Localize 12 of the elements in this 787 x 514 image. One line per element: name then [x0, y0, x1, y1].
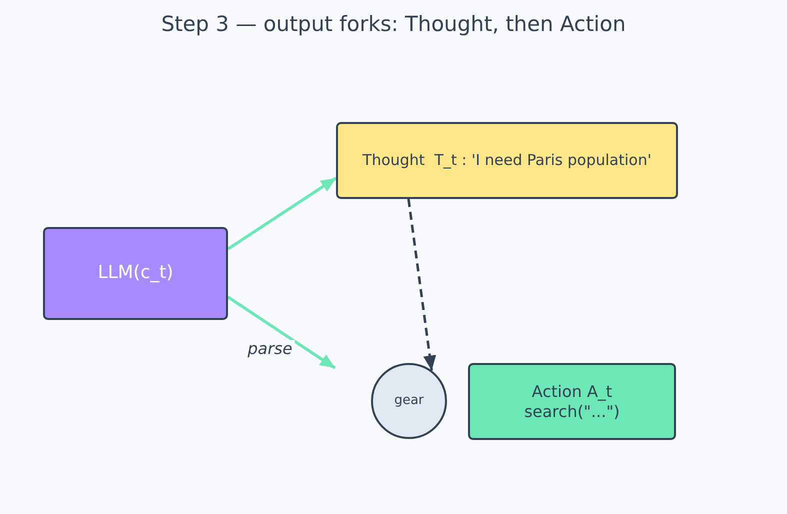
node-text: Action A_t search("...") — [523, 382, 621, 422]
arrow — [227, 176, 337, 250]
edge-label: parse — [246, 340, 294, 358]
dashed-arrow — [407, 198, 436, 371]
process-box — [43, 227, 228, 320]
process-box — [468, 363, 676, 440]
process-box — [336, 122, 678, 199]
arrow — [227, 296, 336, 370]
node-text: gear — [394, 392, 424, 410]
diagram-title: Step 3 — output forks: Thought, then Action — [160, 11, 627, 38]
node-text: Thought T_t : 'I need Paris population' — [362, 151, 652, 170]
node-text: LLM(c_t) — [98, 262, 174, 285]
